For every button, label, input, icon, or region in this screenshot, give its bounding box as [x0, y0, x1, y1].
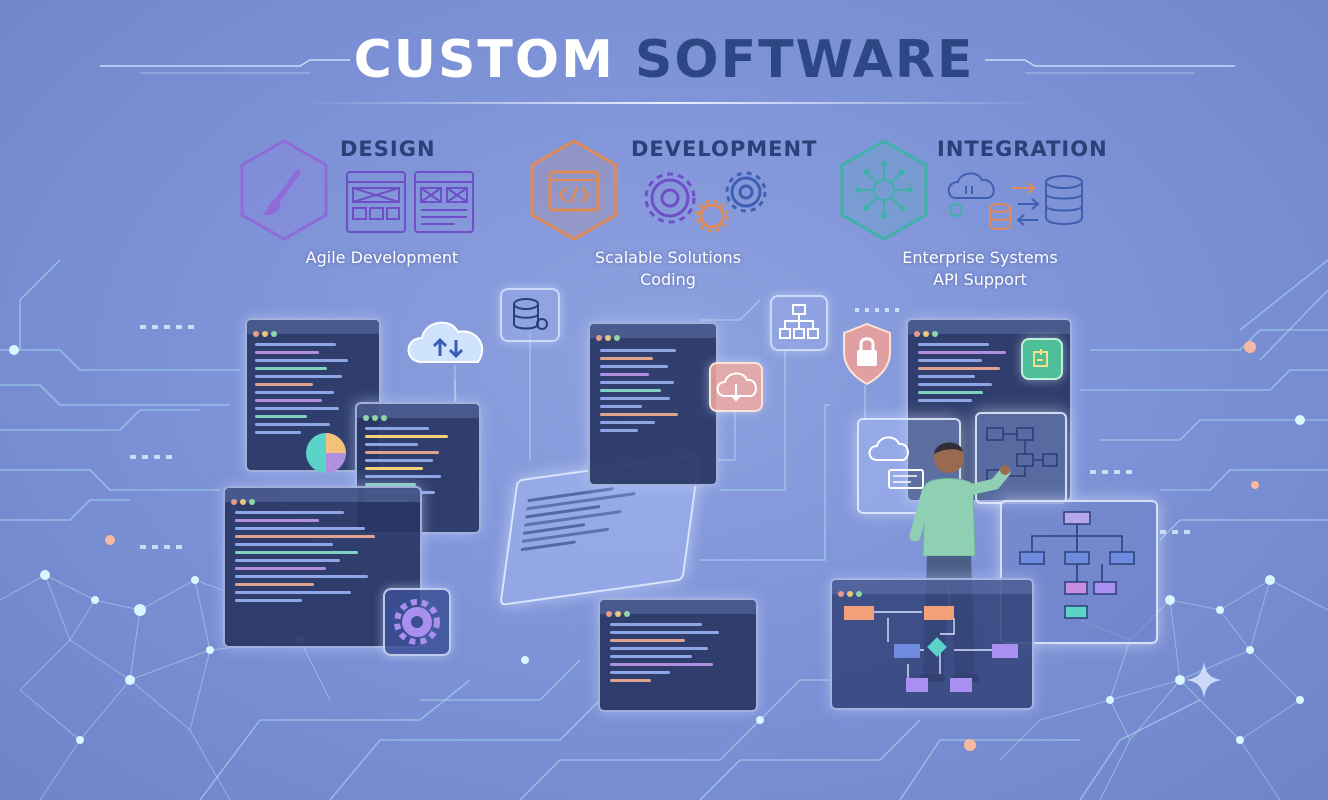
settings-tile	[383, 588, 451, 656]
flow-diagram-icon	[844, 606, 1018, 692]
hierarchy-tile	[770, 295, 828, 351]
code-window-icon	[530, 139, 618, 241]
title-left-circuit	[100, 59, 350, 74]
integration-subtext-1: Enterprise Systems	[902, 248, 1058, 267]
gears-icon	[644, 171, 767, 233]
section-heading-development: DEVELOPMENT	[631, 137, 818, 161]
title-word-custom: CUSTOM	[353, 30, 615, 90]
section-heading-integration: INTEGRATION	[937, 137, 1108, 161]
section-heading-design: DESIGN	[340, 137, 436, 161]
gear-icon	[394, 599, 440, 645]
database-gear-icon	[513, 298, 548, 330]
cloud-download-icon	[716, 372, 757, 402]
network-hub-icon	[840, 139, 928, 241]
cloud-database-icon	[947, 172, 1083, 230]
flow-diagram-panel	[830, 578, 1034, 710]
diagram-panel-right	[1000, 500, 1158, 644]
flowchart-icon	[986, 427, 1058, 483]
sitemap-icon	[779, 304, 819, 339]
shield-lock-icon	[843, 322, 891, 386]
sparkle-icon	[1186, 662, 1222, 698]
design-subtext: Agile Development	[305, 248, 459, 267]
wireframe-icons	[346, 171, 474, 233]
integration-subtext-2: API Support	[933, 270, 1027, 289]
database-tile	[500, 288, 560, 342]
development-subtext-2: Coding	[640, 270, 696, 289]
title-right-circuit	[985, 59, 1235, 74]
tree-diagram-icon	[1019, 511, 1135, 619]
cloud-icon	[868, 436, 924, 489]
pie-chart-icon	[306, 433, 346, 473]
paintbrush-icon	[240, 139, 328, 241]
page-title: CUSTOM SOFTWARE	[0, 30, 1328, 90]
development-subtext-1: Scalable Solutions	[594, 248, 742, 267]
code-panel-center	[588, 322, 718, 486]
title-underline	[300, 102, 1040, 104]
title-word-software: SOFTWARE	[634, 30, 975, 90]
code-panel-bottom	[598, 598, 758, 712]
code-panel-left-middle	[355, 402, 481, 534]
cloud-download-tile	[709, 362, 763, 412]
puzzle-icon	[1033, 349, 1048, 367]
integration-badge	[1021, 338, 1063, 380]
cloud-sync-icon	[407, 321, 484, 363]
